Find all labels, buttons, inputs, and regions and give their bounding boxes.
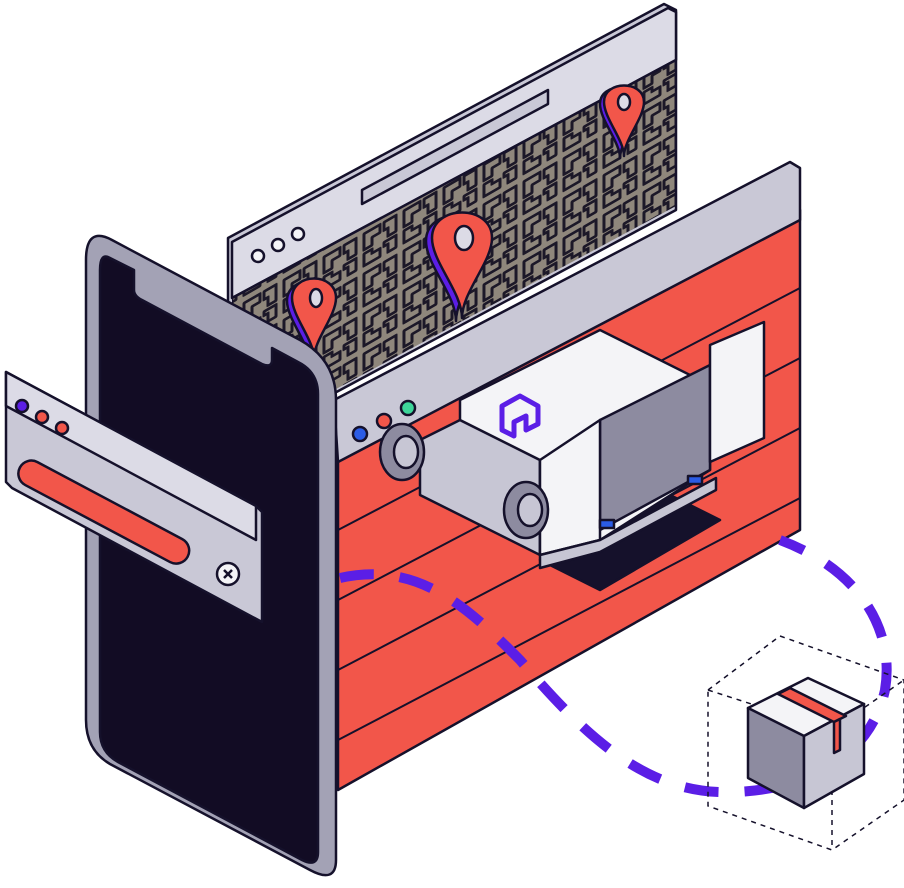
delivery-window-titlebar — [332, 160, 802, 464]
window-dot-icon — [351, 425, 369, 443]
delivery-truck — [378, 320, 766, 592]
map-browser-window — [226, 2, 678, 450]
window-dot-icon — [375, 412, 393, 430]
window-dot-icon — [399, 399, 417, 417]
map-pin-icon — [424, 211, 494, 323]
truck-wheel — [502, 480, 550, 540]
window-dot-icon — [34, 409, 50, 425]
delivery-browser-window — [332, 160, 802, 792]
close-circle-icon[interactable] — [215, 561, 241, 587]
popup-titlebar — [4, 370, 258, 542]
map-address-bar — [360, 88, 550, 206]
window-dot-icon — [270, 237, 286, 253]
window-dot-icon — [14, 398, 30, 414]
window-dot-icon — [250, 248, 266, 264]
truck-light-left — [598, 518, 616, 530]
truck-bumper — [538, 476, 718, 570]
popup-window-dots — [14, 398, 70, 436]
package-outline — [707, 635, 904, 851]
window-dot-icon — [54, 420, 70, 436]
brand-logo-icon — [499, 393, 541, 439]
delivery-route-path — [338, 535, 892, 798]
map-window-dots — [250, 226, 306, 264]
package-tape-top — [776, 686, 848, 724]
delivery-window-dots — [351, 399, 417, 443]
search-popup-window — [4, 370, 264, 624]
truck-light-right — [686, 474, 704, 486]
map-pin-icon — [598, 84, 646, 160]
package-box-icon — [707, 635, 904, 851]
truck-wheel — [378, 422, 426, 482]
map-pin-icon — [285, 277, 338, 363]
truck-door — [708, 320, 766, 464]
package-tape-side — [832, 717, 842, 755]
search-input[interactable] — [14, 456, 194, 568]
window-dot-icon — [290, 226, 306, 242]
